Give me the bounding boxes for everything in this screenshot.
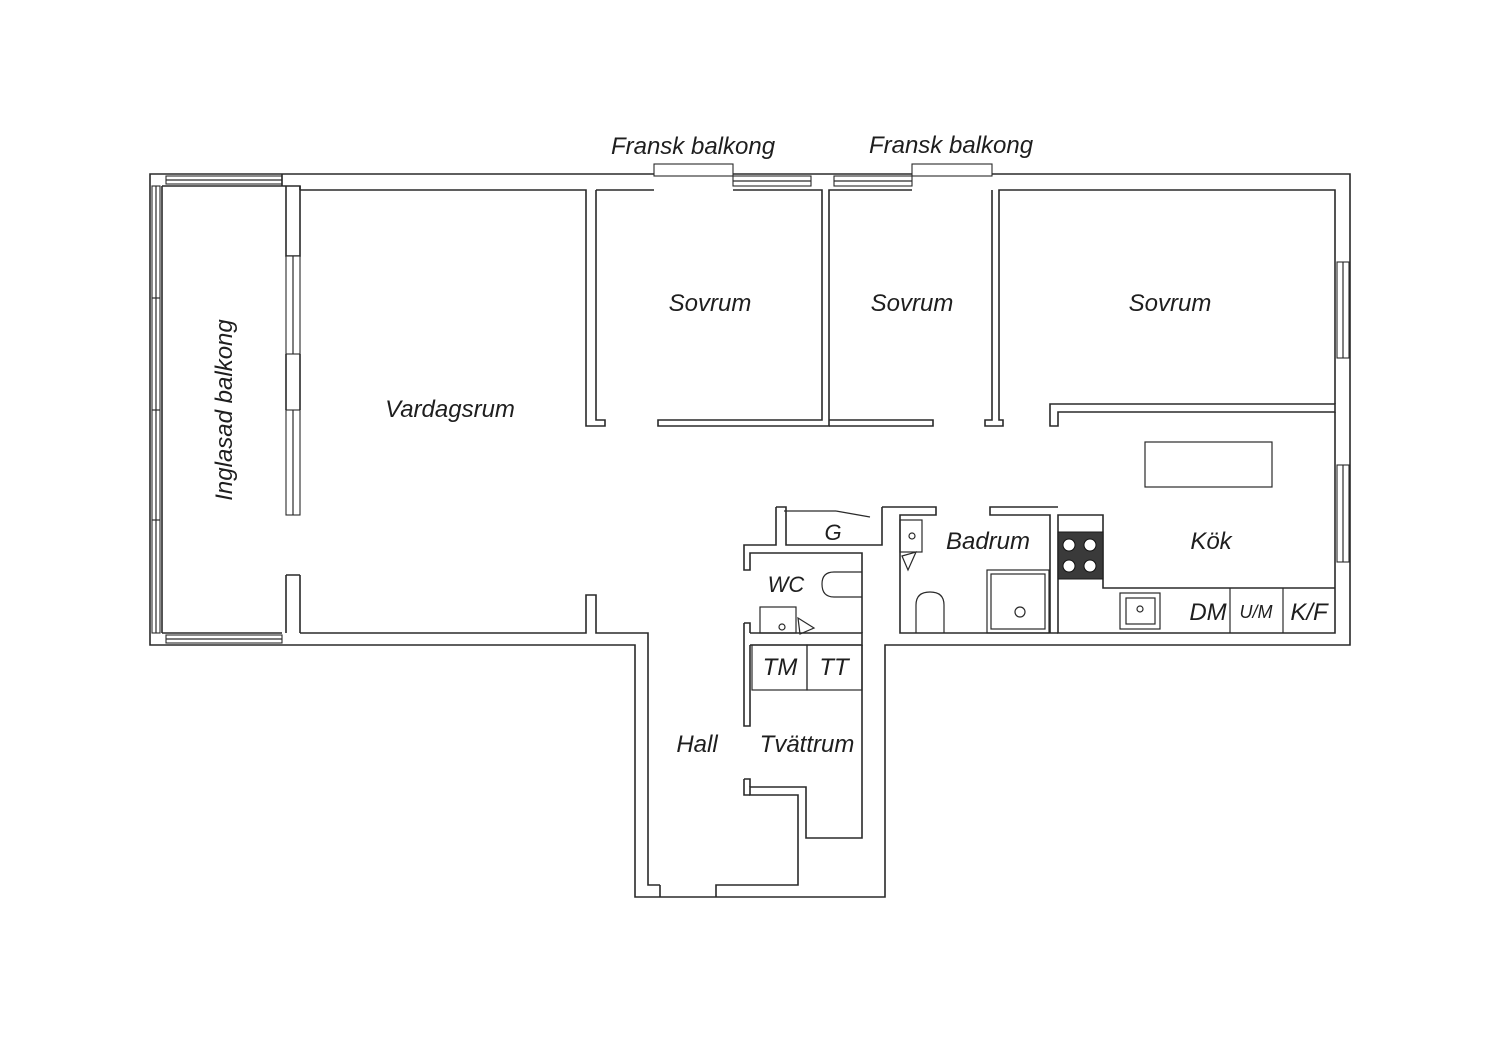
- label-fransk-balkong-1: Fransk balkong: [611, 133, 776, 160]
- label-wc: WC: [768, 572, 805, 597]
- label-inglasad-balkong: Inglasad balkong: [211, 319, 238, 501]
- bathroom: [882, 506, 1058, 634]
- label-tt: TT: [819, 654, 851, 681]
- label-tm: TM: [763, 654, 798, 681]
- bedroom-walls: [596, 163, 1350, 427]
- label-kok: Kök: [1190, 528, 1233, 555]
- label-um: U/M: [1240, 602, 1273, 622]
- living-room-walls: [300, 189, 660, 886]
- label-sovrum-3: Sovrum: [1129, 290, 1212, 317]
- label-dm: DM: [1189, 599, 1226, 626]
- laundry-hall: [659, 632, 863, 897]
- room-labels: Fransk balkong Fransk balkong Inglasad b…: [211, 132, 1329, 758]
- label-fransk-balkong-2: Fransk balkong: [869, 132, 1034, 159]
- label-vardagsrum: Vardagsrum: [385, 396, 515, 423]
- label-sovrum-2: Sovrum: [871, 290, 954, 317]
- label-badrum: Badrum: [946, 528, 1030, 555]
- label-tvattrum: Tvättrum: [760, 731, 855, 758]
- closet-wc: [743, 506, 883, 727]
- label-kf: K/F: [1290, 599, 1329, 626]
- label-g: G: [824, 520, 841, 545]
- glazed-balcony: [151, 174, 301, 644]
- kitchen: [1057, 412, 1350, 634]
- label-hall: Hall: [676, 731, 718, 758]
- label-sovrum-1: Sovrum: [669, 290, 752, 317]
- outer-walls: [149, 173, 1351, 898]
